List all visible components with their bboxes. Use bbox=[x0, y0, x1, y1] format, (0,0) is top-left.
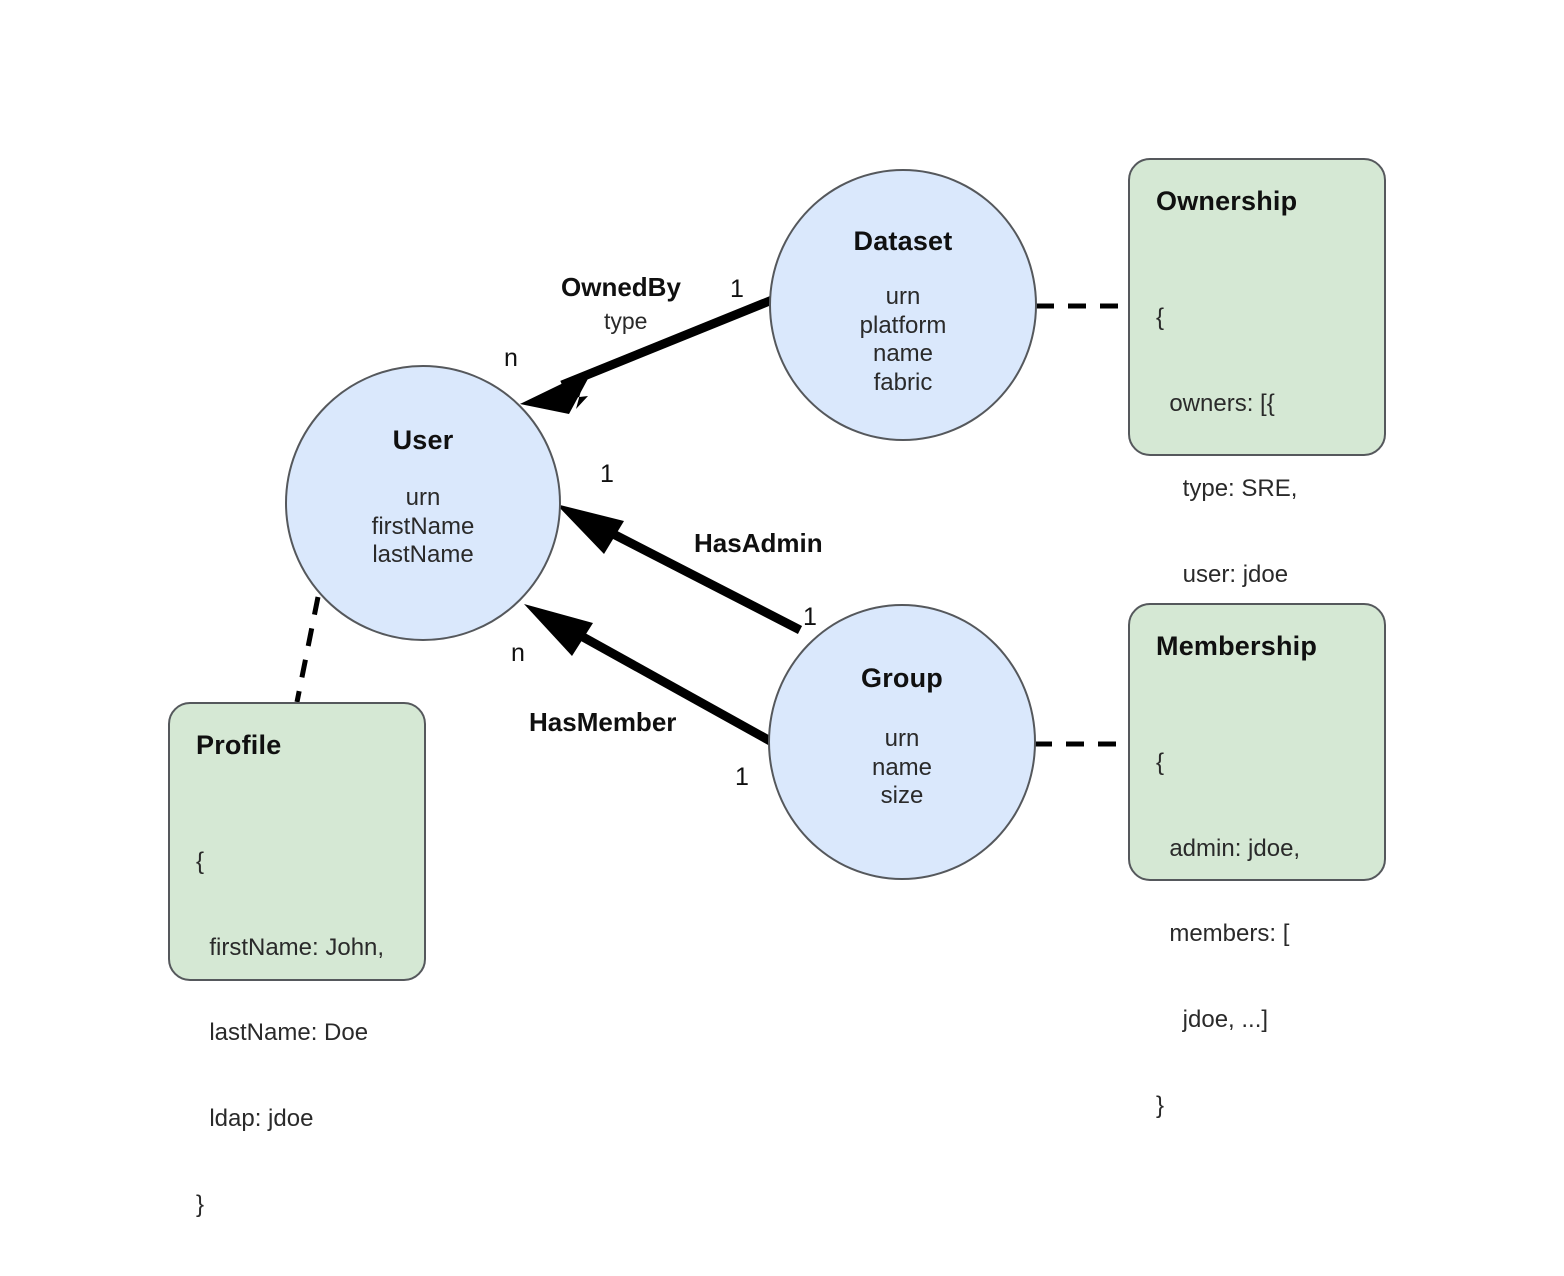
body-line: admin: jdoe, bbox=[1156, 834, 1301, 862]
body-line: } bbox=[196, 1190, 205, 1218]
aspect-ownership[interactable]: Ownership { owners: [{ type: SRE, user: … bbox=[1128, 158, 1386, 759]
body-line: jdoe, ...] bbox=[1156, 1006, 1269, 1034]
aspect-profile[interactable]: Profile { firstName: John, lastName: Doe… bbox=[168, 702, 426, 1218]
entity-group-title: Group bbox=[861, 663, 943, 693]
body-line: firstName: John, bbox=[196, 933, 385, 961]
body-line: owners: [{ bbox=[1156, 389, 1275, 417]
connector-user-profile bbox=[294, 596, 321, 703]
cardinality-hasadmin-from: 1 bbox=[803, 603, 817, 631]
aspect-profile-body: { firstName: John, lastName: Doe ldap: j… bbox=[196, 791, 424, 1276]
entity-user[interactable]: User urn firstName lastName bbox=[285, 365, 561, 641]
body-line: members: [ bbox=[1156, 920, 1290, 948]
aspect-membership[interactable]: Membership { admin: jdoe, members: [ jdo… bbox=[1128, 603, 1386, 1119]
attribute: name bbox=[871, 753, 933, 781]
body-line: user: jdoe bbox=[1156, 561, 1289, 589]
aspect-membership-title: Membership bbox=[1156, 631, 1318, 661]
edge-hasmember bbox=[524, 604, 793, 756]
entity-dataset-title: Dataset bbox=[853, 226, 953, 256]
body-line: { bbox=[1156, 304, 1165, 332]
edge-label-hasmember: HasMember bbox=[529, 707, 677, 737]
diagram-canvas: User urn firstName lastName Dataset urn … bbox=[168, 158, 1386, 1218]
body-line: ldap: jdoe bbox=[196, 1105, 314, 1133]
attribute: urn bbox=[405, 484, 441, 511]
body-line: type: SRE, bbox=[1156, 475, 1298, 503]
entity-user-title: User bbox=[392, 425, 454, 455]
attribute: platform bbox=[859, 311, 947, 339]
entity-group-attributes: urn name size bbox=[872, 725, 932, 811]
edge-ownedby bbox=[520, 295, 774, 414]
aspect-ownership-title: Ownership bbox=[1156, 186, 1298, 216]
entity-group[interactable]: Group urn name size bbox=[768, 604, 1036, 880]
attribute: urn bbox=[885, 283, 921, 310]
aspect-ownership-body: { owners: [{ type: SRE, user: jdoe }, ..… bbox=[1156, 247, 1384, 818]
attribute: firstName bbox=[371, 512, 475, 540]
cardinality-ownedby-from: 1 bbox=[730, 275, 744, 303]
entity-user-attributes: urn firstName lastName bbox=[372, 484, 475, 570]
body-line: { bbox=[196, 848, 205, 876]
edges-layer bbox=[294, 295, 1128, 756]
body-line: } bbox=[1156, 1091, 1165, 1119]
body-line: lastName: Doe bbox=[196, 1019, 369, 1047]
cardinality-hasmember-to: n bbox=[511, 639, 525, 667]
edge-label-hasadmin: HasAdmin bbox=[694, 528, 823, 558]
attribute: fabric bbox=[873, 368, 933, 396]
edge-hasadmin bbox=[556, 504, 803, 635]
entity-dataset[interactable]: Dataset urn platform name fabric bbox=[769, 169, 1037, 441]
entity-dataset-attributes: urn platform name fabric bbox=[860, 283, 947, 397]
edge-sublabel-ownedby-type: type bbox=[604, 308, 648, 334]
aspect-membership-body: { admin: jdoe, members: [ jdoe, ...] } bbox=[1156, 692, 1384, 1177]
aspect-profile-title: Profile bbox=[196, 730, 282, 760]
cardinality-hasadmin-to: 1 bbox=[600, 460, 614, 488]
edge-label-ownedby: OwnedBy bbox=[561, 272, 681, 302]
body-line: { bbox=[1156, 749, 1165, 777]
attribute: lastName bbox=[372, 541, 474, 569]
cardinality-hasmember-from: 1 bbox=[735, 763, 749, 791]
attribute: name bbox=[872, 340, 934, 368]
cardinality-ownedby-to: n bbox=[504, 344, 518, 372]
attribute: urn bbox=[884, 725, 920, 752]
attribute: size bbox=[880, 782, 924, 810]
